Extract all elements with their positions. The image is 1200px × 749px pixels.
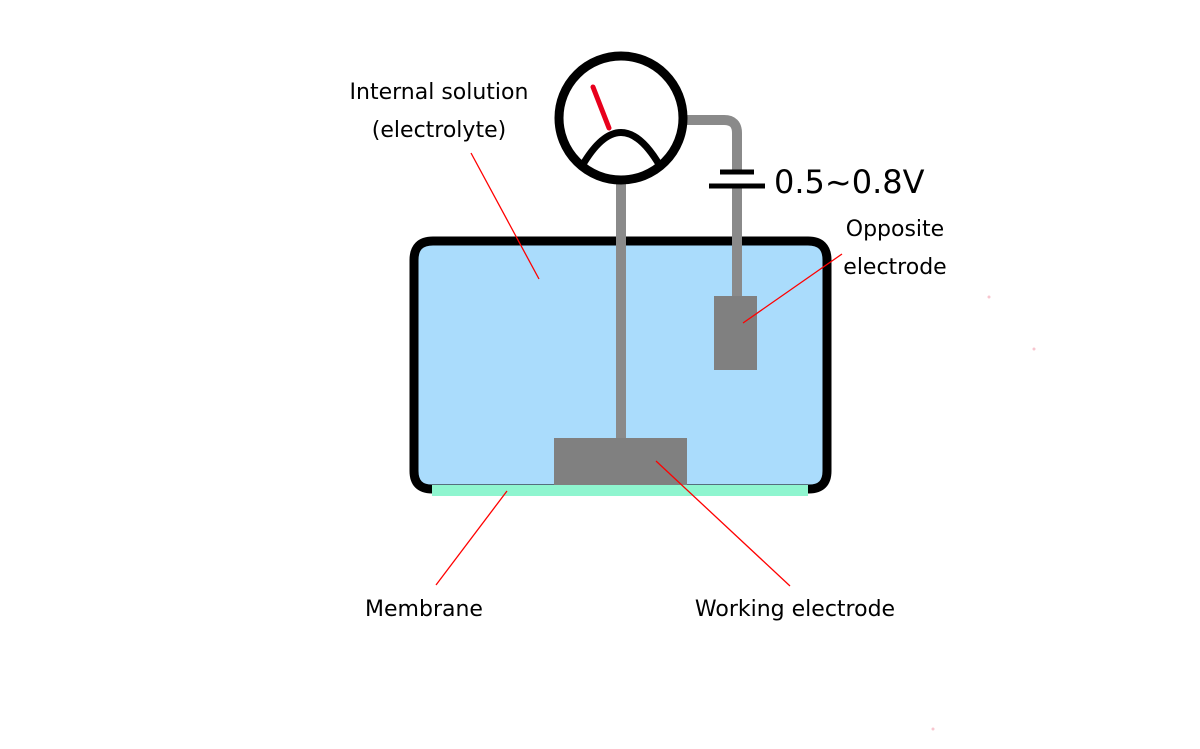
opposite-electrode bbox=[714, 296, 757, 370]
stray-dot bbox=[987, 295, 991, 299]
meter-scale-arc bbox=[578, 129, 664, 168]
meter-icon bbox=[554, 51, 688, 185]
stray-dot bbox=[931, 727, 935, 731]
label-internal-solution-line1: Internal solution bbox=[350, 80, 529, 105]
stray-dot bbox=[1032, 347, 1036, 351]
opposite-electrode-wire bbox=[684, 115, 742, 298]
meter-body bbox=[554, 51, 688, 185]
leader-membrane bbox=[435, 490, 508, 586]
label-working-electrode: Working electrode bbox=[695, 597, 895, 622]
label-internal-solution-line2: (electrolyte) bbox=[372, 118, 506, 143]
label-opposite-electrode-line1: Opposite bbox=[846, 217, 944, 242]
label-voltage: 0.5~0.8V bbox=[774, 163, 925, 201]
meter-needle bbox=[590, 84, 612, 131]
membrane bbox=[432, 485, 808, 496]
leader-working-electrode bbox=[655, 460, 791, 587]
label-opposite-electrode-line2: electrode bbox=[843, 255, 946, 280]
leader-opposite-electrode bbox=[742, 253, 843, 324]
label-membrane: Membrane bbox=[365, 597, 483, 622]
working-electrode bbox=[554, 438, 687, 485]
leader-internal-solution bbox=[470, 152, 540, 280]
